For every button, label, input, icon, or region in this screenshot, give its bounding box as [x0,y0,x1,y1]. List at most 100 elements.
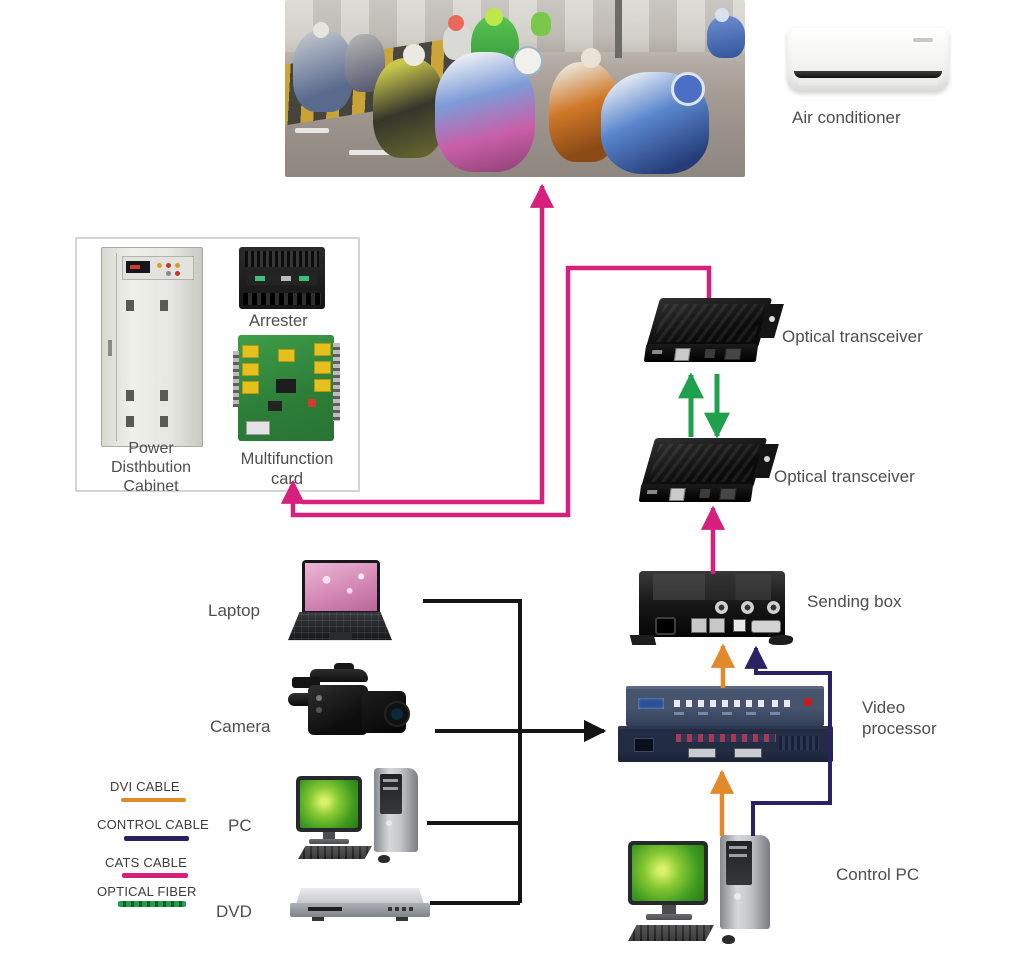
dvi-port [751,620,781,633]
optical-transceiver-bottom-label: Optical transceiver [774,467,915,486]
motorcycle-rider [707,16,745,58]
legend-cat5-cable-swatch [122,873,188,878]
pc [296,768,466,880]
cabinet-vent-row [126,416,180,427]
bnc-connector [741,601,754,614]
cabinet-indicator-lights [157,263,162,268]
rider-helmet [403,44,425,66]
transceiver-front [638,484,754,502]
optical-transceiver-top [643,296,784,370]
dvd-top [296,888,424,904]
legend-optical-fiber-label: OPTICAL FIBER [97,884,197,899]
monitor [628,841,708,905]
cabinet-vent-row [126,390,180,401]
relay [242,345,259,358]
legend-control-cable-label: CONTROL CABLE [97,817,209,832]
pc-tower [720,835,770,929]
power-cabinet-label: Power Disthbution Cabinet [110,440,192,495]
mouse [378,855,390,863]
rj45-port [668,488,686,501]
transceiver-front [643,344,759,362]
multifunction-card [233,335,340,441]
mounting-flange [629,635,657,645]
rider-helmet [715,8,729,22]
transceiver-body [640,438,768,488]
camera [288,663,410,761]
control-pc [628,835,798,947]
transceiver-body [645,298,773,348]
arrester-ribs [245,251,319,267]
dvi-port [688,748,716,758]
rider-helmet [513,46,543,76]
cabinet-vent-row [126,300,180,311]
arrester [239,247,325,309]
motorcycle-rider [293,30,353,112]
legend-cat5-cable-label: CATS CABLE [105,855,187,870]
monitor-base [309,839,349,844]
motorcycle-rider [373,58,445,158]
monitor-base [646,914,692,920]
optical-transceiver-top-label: Optical transceiver [782,327,923,346]
camera-viewfinder [292,677,320,688]
power-inlet [655,617,676,635]
dvd-disc-tray [308,907,342,911]
sending-box [629,571,795,645]
dvd-front-panel [290,903,430,917]
road-dash [349,150,393,155]
bnc-connector [715,601,728,614]
rider-helmet [581,48,601,68]
rj45-port [691,618,707,633]
arrester-terminals [243,293,321,305]
power-distribution-cabinet [101,247,203,447]
button-row [674,700,766,707]
multifunction-card-label: Multifunction card [240,450,334,489]
camera-microphone [288,693,314,706]
monitor-stand [662,905,676,915]
air-conditioner-flap [798,81,938,89]
legend-dvi-cable-swatch [121,798,186,802]
laptop-screen [302,560,380,614]
sending-box-label: Sending box [807,592,902,611]
video-processor [618,686,833,766]
mounting-flange [767,635,795,645]
card-led [308,399,316,407]
air-conditioner-vent [794,71,942,78]
relay [242,381,259,394]
video-processor-label: Video processor [862,698,937,738]
rider-helmet [313,22,329,38]
connector-row [676,734,776,742]
dvi-port [734,748,762,758]
relay [314,361,331,374]
monitor-stand [323,832,335,840]
card-connector [246,421,270,435]
laptop-label: Laptop [208,601,260,620]
dvd-label: DVD [216,902,252,921]
laptop-wallpaper [305,563,377,611]
vent-grille [779,736,819,750]
tower-front-panel [380,774,402,814]
sending-box-body [639,571,785,637]
power-port [719,488,737,500]
chip [268,401,282,411]
rider-helmet [485,8,503,26]
pc-label: PC [228,816,252,835]
relay [314,343,331,356]
legend-control-cable-swatch [124,836,189,841]
bnc-connector [767,601,780,614]
power-button [734,893,741,900]
air-conditioner-label: Air conditioner [792,108,901,127]
power-button [386,820,392,826]
camera-body [308,685,368,735]
power-led [804,698,812,706]
input-port [634,738,654,752]
camera-handle [310,669,368,682]
cabinet-meter-display [126,261,150,273]
arrester-label: Arrester [249,312,308,330]
usb-port [733,619,746,632]
rj45-port [673,348,691,361]
control-pc-label: Control PC [836,865,920,884]
motorcycle-rider [531,12,551,36]
pin-header [333,343,340,421]
cabinet-handle [108,340,112,356]
processor-upper-unit [626,686,824,726]
